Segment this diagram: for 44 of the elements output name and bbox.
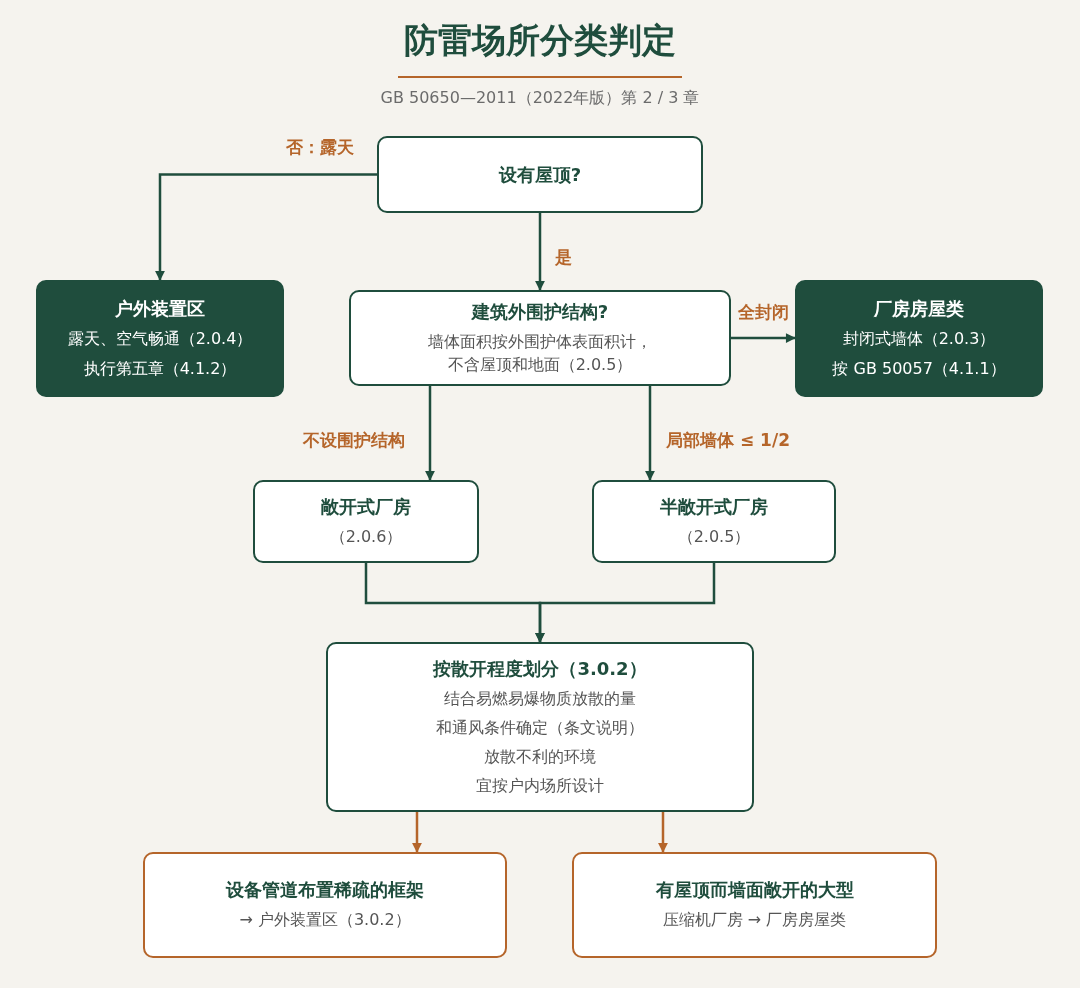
process-box (326, 642, 754, 812)
arrow (535, 213, 545, 291)
process-box (377, 136, 703, 213)
box-text: 墙体面积按外围护体表面积计，不含屋顶和地面（2.0.5） (427, 330, 653, 376)
box-heading: 设备管道布置稀疏的框架 (226, 878, 424, 903)
edge-label: 全封闭 (735, 300, 791, 324)
arrow (731, 333, 796, 343)
box-heading: 敞开式厂房 (321, 494, 411, 519)
result-box (795, 280, 1043, 397)
process-box (253, 480, 479, 563)
box-text: → 户外装置区（3.0.2） (239, 909, 411, 932)
arrow (412, 812, 422, 853)
example-box (572, 852, 937, 958)
box-heading: 厂房房屋类 (874, 297, 964, 322)
box-text: 宜按户内场所设计 (476, 775, 604, 798)
box-text: （2.0.6） (329, 525, 403, 548)
process-box (349, 290, 731, 386)
box-text: 结合易燃易爆物质放散的量 (444, 687, 636, 710)
box-text: 压缩机厂房 → 厂房房屋类 (662, 909, 847, 932)
edge-label: 局部墙体 ≤ 1/2 (664, 428, 792, 452)
box-text: （2.0.5） (677, 525, 751, 548)
subtitle: GB 50650—2011（2022年版）第 2 / 3 章 (380, 88, 700, 109)
box-heading: 建筑外围护结构? (471, 299, 609, 324)
box-text: 放散不利的环境 (484, 746, 596, 768)
box-heading: 有屋顶而墙面敞开的大型 (655, 878, 854, 903)
box-text: 按 GB 50057（4.1.1） (832, 357, 1006, 380)
result-box (36, 280, 284, 397)
box-heading: 设有屋顶? (498, 162, 582, 187)
title: 防雷场所分类判定 (404, 19, 676, 62)
process-box (592, 480, 836, 563)
arrow (645, 386, 655, 481)
arrow (155, 173, 377, 281)
arrow (425, 386, 435, 481)
box-text: 露天、空气畅通（2.0.4） (67, 328, 253, 351)
box-heading: 户外装置区 (115, 297, 205, 322)
box-heading: 按散开程度划分（3.0.2） (433, 656, 647, 681)
edge-label: 不设围护结构 (301, 428, 407, 452)
box-text: 和通风条件确定（条文说明） (436, 716, 644, 739)
box-text: 封闭式墙体（2.0.3） (842, 328, 996, 351)
box-heading: 半敞开式厂房 (660, 494, 768, 519)
box-text: 执行第五章（4.1.2） (83, 357, 237, 380)
arrow (658, 812, 668, 853)
example-box (143, 852, 507, 958)
arrow (535, 563, 716, 643)
